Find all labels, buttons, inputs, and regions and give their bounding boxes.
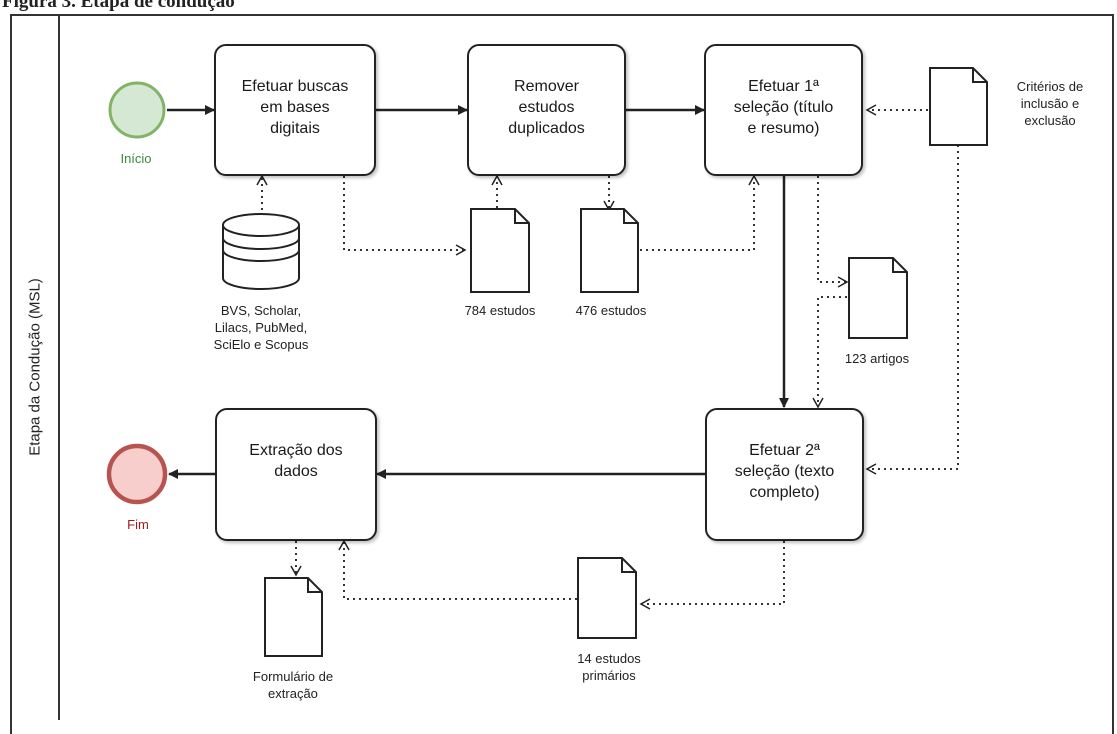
document-icon-123 [848,257,908,339]
assoc-criteria-to-second [865,145,959,475]
document-icon-784 [470,208,530,293]
task-first-selection-label: Efetuar 1ª seleção (título e resumo) [733,78,834,137]
task-second-selection: Efetuar 2ª seleção (texto completo) [705,408,864,541]
assoc-second-to-14 [639,541,785,610]
doc-476-label: 476 estudos [575,303,647,318]
assoc-14-to-extraction [338,539,577,600]
document-icon-14 [577,557,637,639]
task-second-selection-label: Efetuar 2ª seleção (texto completo) [734,442,835,501]
task-search-label: Efetuar buscas em bases digitais [241,78,349,137]
doc-784-label: 784 estudos [464,303,536,318]
start-event-label: Início [120,151,152,166]
start-event [108,81,166,139]
assoc-first-to-123 [817,176,849,288]
doc-123-label: 123 artigos [844,351,910,366]
pool-frame [10,14,1114,734]
document-icon-476 [580,208,639,293]
lane-divider [58,14,60,720]
document-icon-criteria [929,67,988,146]
databases-label: BVS, Scholar, Lilacs, PubMed, SciElo e S… [213,303,309,352]
task-first-selection: Efetuar 1ª seleção (título e resumo) [704,44,863,176]
database-icon [222,213,300,290]
task-dedupe: Remover estudos duplicados [467,44,626,176]
end-event-label: Fim [127,517,149,532]
document-icon-form [264,577,323,657]
end-event [106,443,168,505]
assoc-476-to-first [640,174,760,251]
task-dedupe-label: Remover estudos duplicados [508,78,585,137]
doc-14-label: 14 estudos primários [577,651,641,683]
task-search: Efetuar buscas em bases digitais [214,44,376,176]
data-associations [256,104,959,610]
task-extraction-label: Extração dos dados [249,442,343,480]
sequence-flows [167,105,789,479]
form-label: Formulário de extração [252,669,334,701]
criteria-label: Critérios de inclusão e exclusão [1016,79,1084,128]
task-extraction: Extração dos dados [215,408,377,541]
assoc-123-to-second [812,296,847,409]
figure-caption: Figura 3. Etapa de condução [0,0,1117,14]
figure-caption-text: Figura 3. Etapa de condução [2,0,235,12]
assoc-search-to-784 [343,176,467,256]
